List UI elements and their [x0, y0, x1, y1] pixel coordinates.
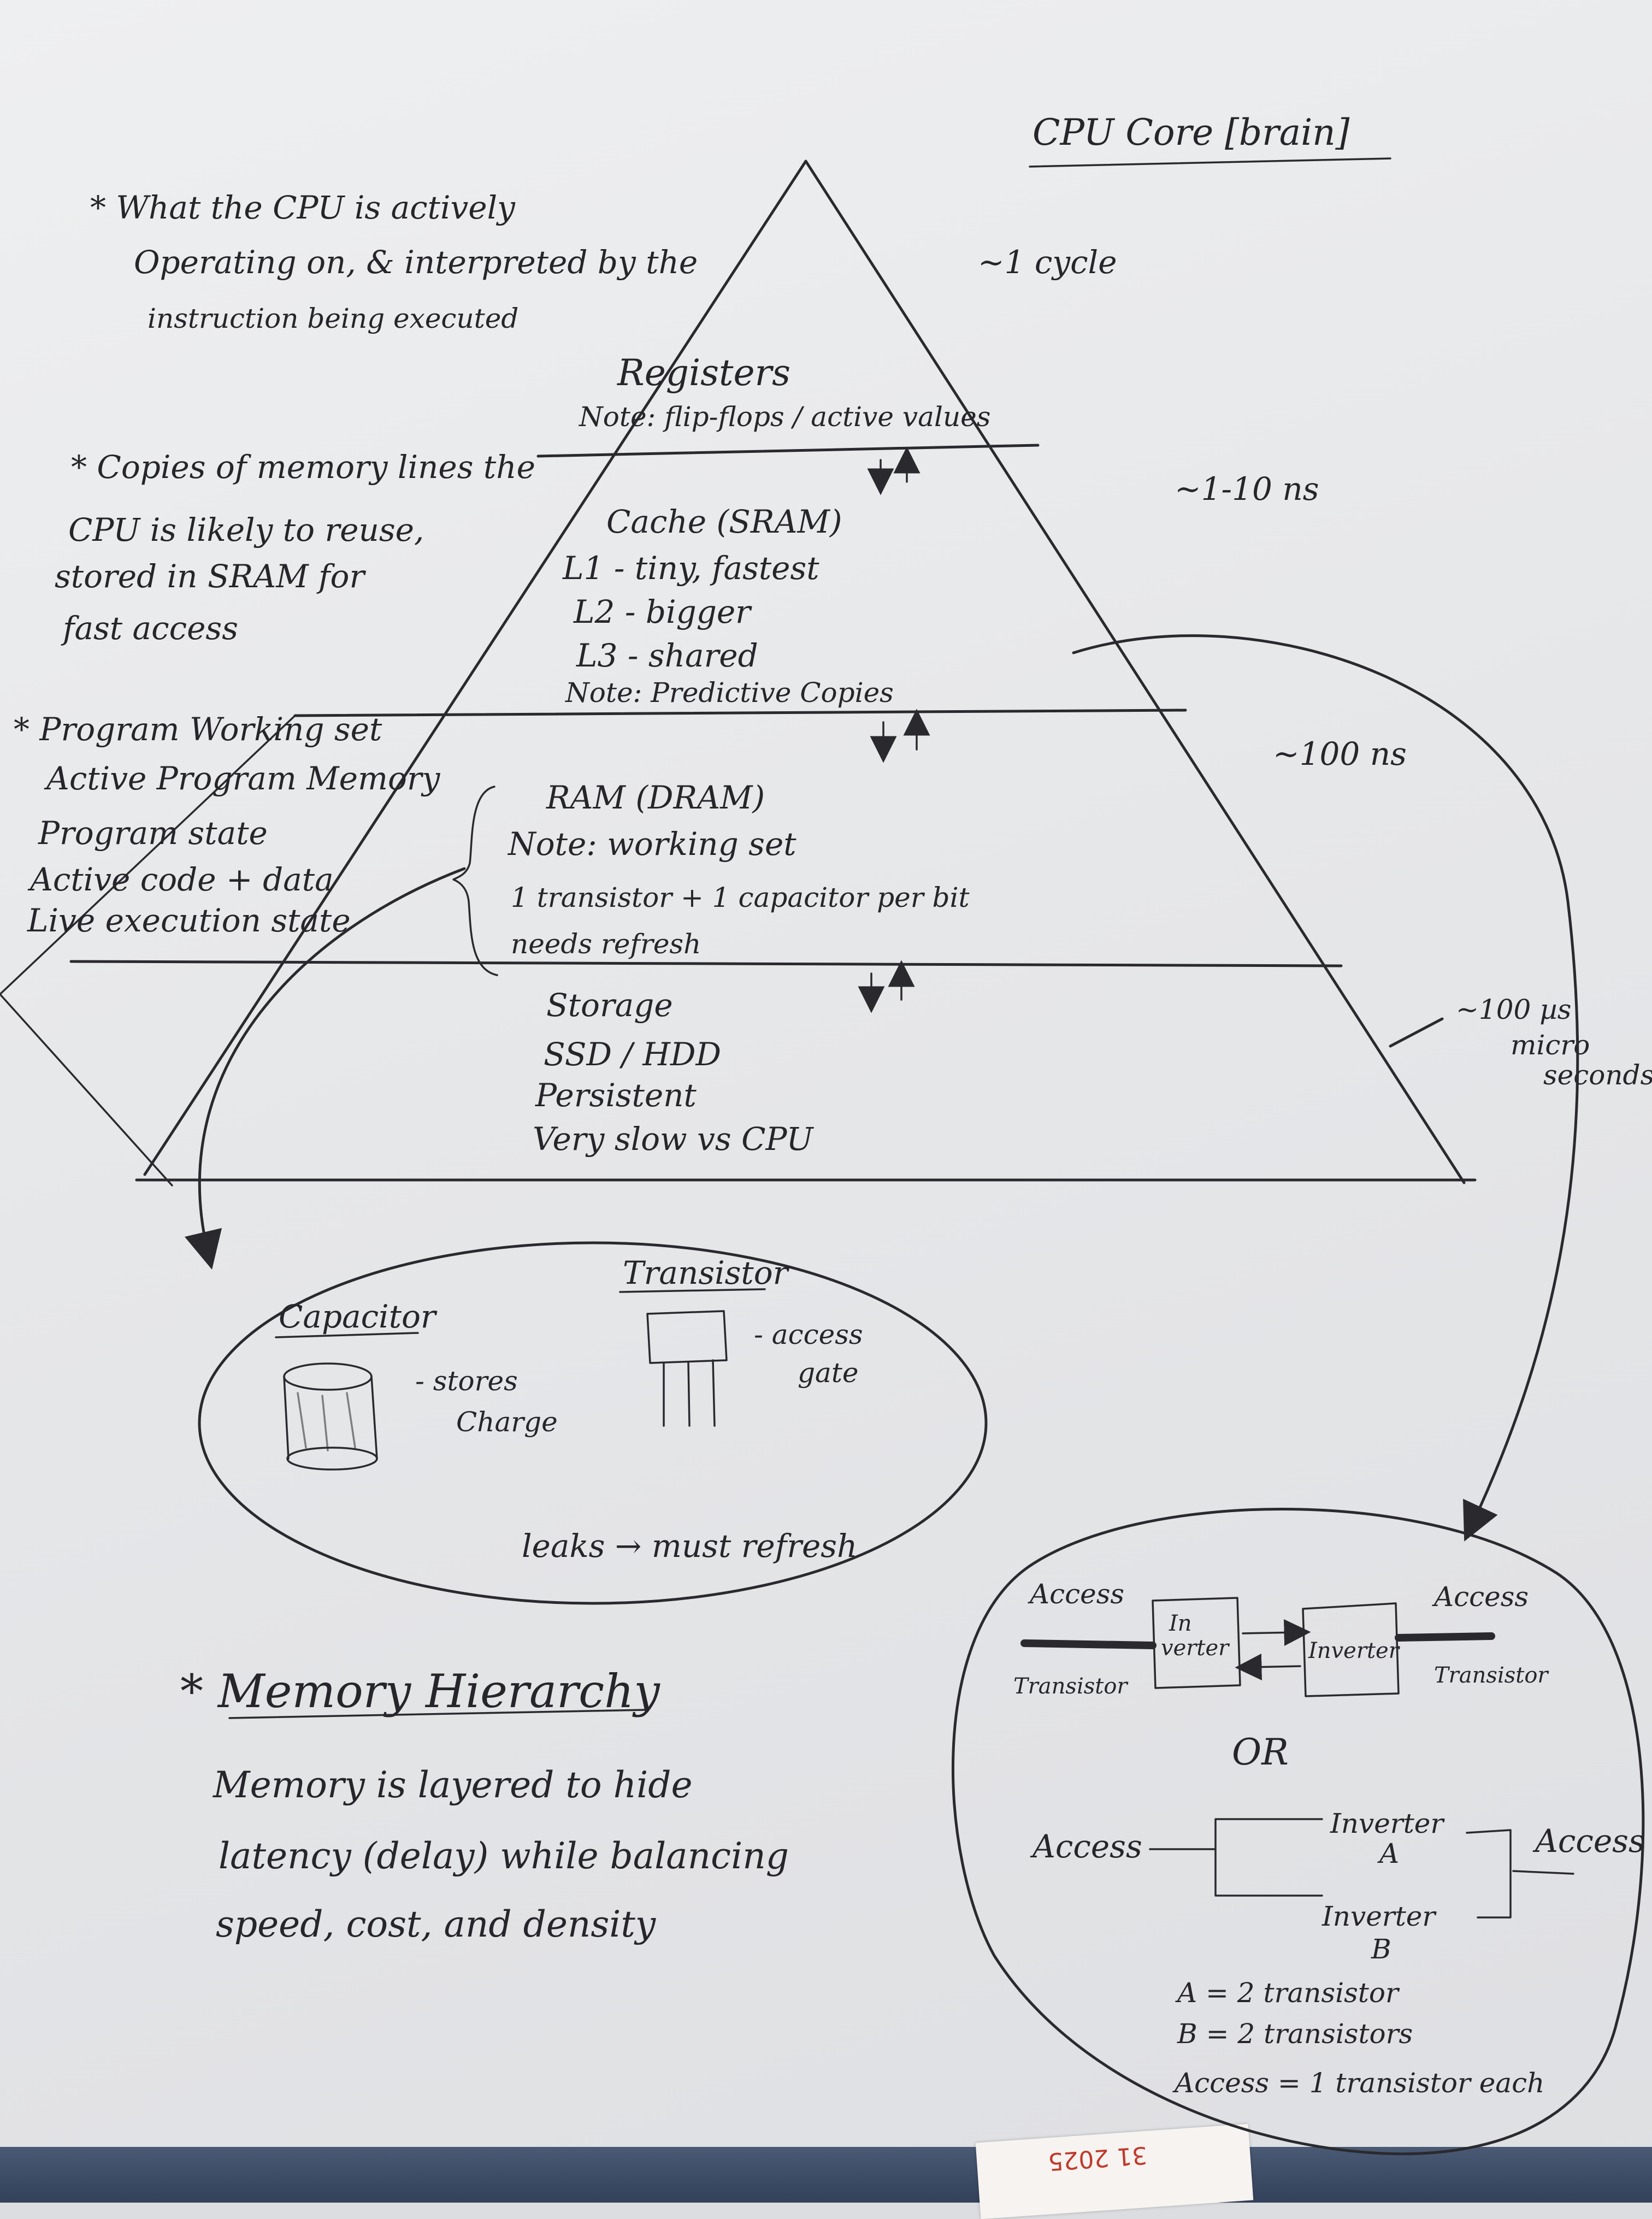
registers-explanation-1: * What the CPU is actively — [90, 189, 516, 226]
latency-storage-unit-2: seconds — [1543, 1059, 1652, 1091]
inverter-2-box: Inverter — [1302, 1602, 1401, 1697]
page-title: CPU Core [brain] — [1032, 111, 1350, 154]
transistor-label: Transistor — [623, 1254, 790, 1291]
sram-or-label: OR — [1232, 1731, 1289, 1773]
inverter-2-label: Inverter — [1308, 1638, 1401, 1663]
cache-to-sram-arrow — [1072, 634, 1579, 1542]
registers-title: Registers — [617, 352, 790, 394]
sram-access-right: Access — [1432, 1581, 1529, 1613]
transfer-arrows-registers-cache — [867, 446, 921, 495]
sram-transistor-left: Transistor — [1013, 1674, 1129, 1699]
sram-transistor-right: Transistor — [1434, 1663, 1549, 1688]
divider-cache-ram — [293, 709, 1187, 717]
inverter-1-box: In verter — [1152, 1597, 1241, 1689]
cache-explanation-4: fast access — [61, 610, 238, 647]
ram-explanation-1: * Program Working set — [14, 711, 382, 748]
ram-to-dram-arrow — [184, 867, 466, 1270]
capacitor-label: Capacitor — [279, 1298, 438, 1335]
sram-access-line-left — [1020, 1639, 1157, 1649]
summary-line-3: speed, cost, and density — [216, 1903, 656, 1945]
sram-cell-bubble — [952, 1508, 1645, 2156]
summary-line-1: Memory is layered to hide — [213, 1764, 693, 1806]
cache-explanation-1: * Copies of memory lines the — [71, 448, 535, 486]
cache-title: Cache (SRAM) — [606, 503, 842, 540]
ram-title: RAM (DRAM) — [546, 779, 765, 816]
sram-right-bus — [1466, 1829, 1574, 1919]
transistor-desc-2: gate — [798, 1357, 859, 1389]
summary-heading-underline — [228, 1709, 646, 1719]
inverter-a-label-2: A — [1377, 1838, 1399, 1869]
sram-count-a: A = 2 transistor — [1175, 1977, 1400, 2009]
ram-explanation-2: Active Program Memory — [44, 760, 441, 797]
registers-explanation-3: instruction being executed — [148, 303, 518, 334]
inverter-1-label-2: verter — [1161, 1636, 1230, 1661]
sram-access-left-2: Access — [1030, 1828, 1142, 1865]
pyramid-sides — [143, 160, 1466, 1184]
storage-persistent: Persistent — [535, 1077, 697, 1114]
storage-latency-tick — [1389, 1017, 1444, 1048]
divider-registers-cache — [536, 444, 1040, 458]
latency-cache: ~1-10 ns — [1175, 470, 1319, 507]
cache-l3: L3 - shared — [576, 637, 758, 674]
registers-explanation-2: Operating on, & interpreted by the — [134, 244, 698, 281]
latency-registers: ~1 cycle — [978, 244, 1117, 281]
ram-explanation-5: Live execution state — [27, 902, 351, 939]
ram-explanation-4: Active code + data — [27, 861, 334, 898]
inverter-1-label-1: In — [1169, 1611, 1192, 1636]
sram-left-bus — [1149, 1818, 1323, 1897]
latency-ram: ~100 ns — [1273, 735, 1407, 772]
sram-access-line-right — [1395, 1632, 1495, 1642]
divider-ram-storage — [69, 960, 1343, 967]
cache-explanation-3: stored in SRAM for — [55, 558, 366, 595]
sram-access-right-2: Access — [1532, 1822, 1645, 1860]
sram-access-left: Access — [1028, 1578, 1124, 1610]
latency-storage: ~100 µs — [1456, 994, 1571, 1025]
pyramid-left-extension — [0, 715, 296, 1187]
ram-note: Note: working set — [507, 825, 796, 863]
ram-refresh: needs refresh — [511, 928, 701, 960]
capacitor-label-underline — [275, 1332, 419, 1338]
transistor-icon — [646, 1310, 728, 1427]
inverter-a-label-1: Inverter — [1330, 1808, 1445, 1839]
cache-note: Note: Predictive Copies — [565, 677, 894, 709]
transfer-arrows-ram-storage — [858, 960, 915, 1013]
sram-count-b: B = 2 transistors — [1177, 2018, 1413, 2050]
ram-cell-desc: 1 transistor + 1 capacitor per bit — [511, 882, 970, 913]
dram-cell-bubble — [198, 1241, 988, 1605]
summary-line-2: latency (delay) while balancing — [219, 1835, 789, 1877]
capacitor-desc-1: - stores — [415, 1365, 518, 1397]
desk-surface — [0, 2147, 1652, 2203]
inverter-b-label-2: B — [1371, 1933, 1391, 1965]
storage-speed: Very slow vs CPU — [533, 1120, 814, 1158]
inverter-feedback-arrow — [1235, 1653, 1301, 1680]
transfer-arrows-cache-ram — [870, 709, 930, 763]
ram-brace — [452, 786, 498, 976]
sram-count-access: Access = 1 transistor each — [1172, 2067, 1544, 2099]
cache-l2: L2 - bigger — [573, 593, 752, 630]
transistor-label-underline — [619, 1288, 766, 1293]
dram-cell-footer: leaks → must refresh — [522, 1527, 857, 1565]
summary-heading: * Memory Hierarchy — [180, 1665, 660, 1718]
cache-l1: L1 - tiny, fastest — [562, 550, 819, 587]
ram-explanation-3: Program state — [38, 815, 268, 852]
storage-media: SSD / HDD — [544, 1036, 721, 1073]
capacitor-desc-2: Charge — [456, 1406, 558, 1438]
registers-note: Note: flip-flops / active values — [579, 401, 990, 433]
cache-explanation-2: CPU is likely to reuse, — [68, 511, 424, 548]
transistor-desc-1: - access — [754, 1319, 863, 1350]
title-underline — [1029, 157, 1391, 168]
capacitor-icon — [283, 1362, 378, 1471]
storage-title: Storage — [546, 987, 673, 1024]
inverter-forward-arrow — [1242, 1619, 1311, 1646]
inverter-b-label-1: Inverter — [1321, 1901, 1437, 1932]
